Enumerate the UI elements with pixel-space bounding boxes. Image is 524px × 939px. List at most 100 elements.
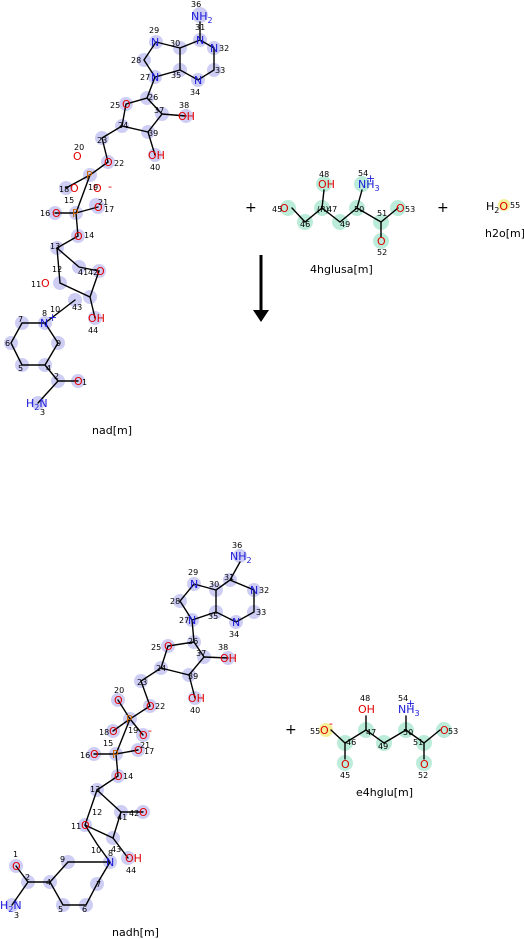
nad-label: nad[m] [92, 424, 132, 437]
svg-text:32: 32 [219, 44, 229, 53]
svg-text:17: 17 [144, 747, 154, 756]
svg-text:10: 10 [91, 846, 101, 855]
svg-text:O: O [341, 758, 350, 771]
e4hglu-label: e4hglu[m] [356, 786, 413, 799]
svg-text:-: - [108, 180, 112, 193]
svg-text:7: 7 [96, 880, 101, 889]
svg-text:44: 44 [88, 326, 98, 335]
svg-text:P: P [86, 169, 93, 182]
svg-text:N: N [194, 74, 202, 87]
svg-text:27: 27 [179, 616, 189, 625]
svg-text:O: O [12, 860, 21, 873]
svg-text:47: 47 [327, 205, 337, 214]
svg-text:O: O [377, 235, 386, 248]
svg-text:42: 42 [88, 268, 98, 277]
svg-text:OH: OH [178, 110, 195, 123]
svg-text:O: O [94, 201, 103, 214]
svg-text:34: 34 [190, 88, 200, 97]
svg-text:12: 12 [92, 808, 102, 817]
svg-text:O: O [114, 694, 123, 707]
svg-text:3: 3 [14, 911, 19, 920]
svg-text:P: P [112, 748, 119, 761]
svg-text:24: 24 [118, 121, 128, 130]
svg-text:46: 46 [346, 738, 356, 747]
svg-text:N: N [232, 616, 240, 629]
svg-text:17: 17 [104, 205, 114, 214]
svg-text:47: 47 [366, 728, 376, 737]
svg-text:33: 33 [256, 608, 266, 617]
svg-text:39: 39 [148, 129, 158, 138]
svg-text:N: N [196, 34, 204, 47]
svg-text:45: 45 [272, 205, 282, 214]
plus-sign-1: + [245, 200, 257, 216]
svg-text:20: 20 [114, 686, 124, 695]
svg-text:9: 9 [60, 855, 65, 864]
svg-text:50: 50 [354, 205, 364, 214]
svg-text:41: 41 [117, 813, 127, 822]
h2o-label: h2o[m] [485, 227, 524, 240]
svg-text:O: O [90, 748, 99, 761]
svg-text:-: - [329, 717, 333, 730]
svg-text:O: O [109, 725, 118, 738]
svg-text:25: 25 [110, 101, 120, 110]
svg-text:26: 26 [148, 93, 158, 102]
svg-text:2: 2 [54, 372, 59, 381]
svg-text:20: 20 [74, 143, 84, 152]
svg-text:37: 37 [154, 106, 164, 115]
svg-text:8: 8 [42, 309, 47, 318]
svg-text:P: P [126, 713, 133, 726]
svg-text:NH3: NH3 [358, 178, 380, 193]
svg-text:4: 4 [46, 364, 51, 373]
svg-text:O: O [122, 98, 131, 111]
svg-text:+: + [406, 697, 415, 710]
svg-text:O: O [74, 375, 83, 388]
svg-text:14: 14 [123, 772, 133, 781]
svg-text:34: 34 [229, 630, 239, 639]
svg-text:H2N: H2N [0, 899, 22, 914]
svg-text:O: O [74, 230, 83, 243]
svg-text:3: 3 [40, 408, 45, 417]
svg-text:18: 18 [99, 728, 109, 737]
svg-text:37: 37 [196, 649, 206, 658]
svg-text:35: 35 [171, 71, 181, 80]
svg-text:O: O [396, 202, 405, 215]
svg-text:10: 10 [50, 305, 60, 314]
svg-text:OH: OH [358, 703, 375, 716]
svg-text:O: O [93, 182, 102, 195]
svg-text:43: 43 [111, 845, 121, 854]
svg-text:25: 25 [151, 643, 161, 652]
svg-text:OH: OH [318, 178, 335, 191]
svg-text:OH: OH [88, 312, 105, 325]
svg-text:31: 31 [195, 23, 205, 32]
svg-text:30: 30 [170, 39, 180, 48]
svg-text:O: O [440, 724, 449, 737]
svg-text:40: 40 [190, 706, 200, 715]
svg-text:-: - [148, 724, 152, 737]
svg-text:22: 22 [155, 702, 165, 711]
svg-text:4: 4 [46, 878, 51, 887]
svg-text:24: 24 [156, 664, 166, 673]
svg-text:49: 49 [378, 742, 388, 751]
svg-text:52: 52 [418, 771, 428, 780]
svg-text:38: 38 [218, 643, 228, 652]
nadh-label: nadh[m] [112, 926, 159, 939]
h2o-molecule: H2O 55 h2o[m] [485, 199, 524, 240]
svg-text:OH: OH [148, 149, 165, 162]
svg-text:50: 50 [403, 728, 413, 737]
svg-text:31: 31 [224, 573, 234, 582]
svg-text:40: 40 [150, 163, 160, 172]
svg-text:O: O [52, 207, 61, 220]
svg-text:6: 6 [82, 905, 87, 914]
svg-text:13: 13 [50, 242, 60, 251]
svg-text:29: 29 [188, 568, 198, 577]
svg-text:N: N [106, 856, 114, 869]
svg-text:46: 46 [300, 220, 310, 229]
svg-text:52: 52 [377, 248, 387, 257]
svg-text:35: 35 [208, 612, 218, 621]
svg-text:48: 48 [360, 694, 370, 703]
nad-amine-label: NH2 [191, 10, 213, 25]
svg-text:53: 53 [405, 205, 415, 214]
